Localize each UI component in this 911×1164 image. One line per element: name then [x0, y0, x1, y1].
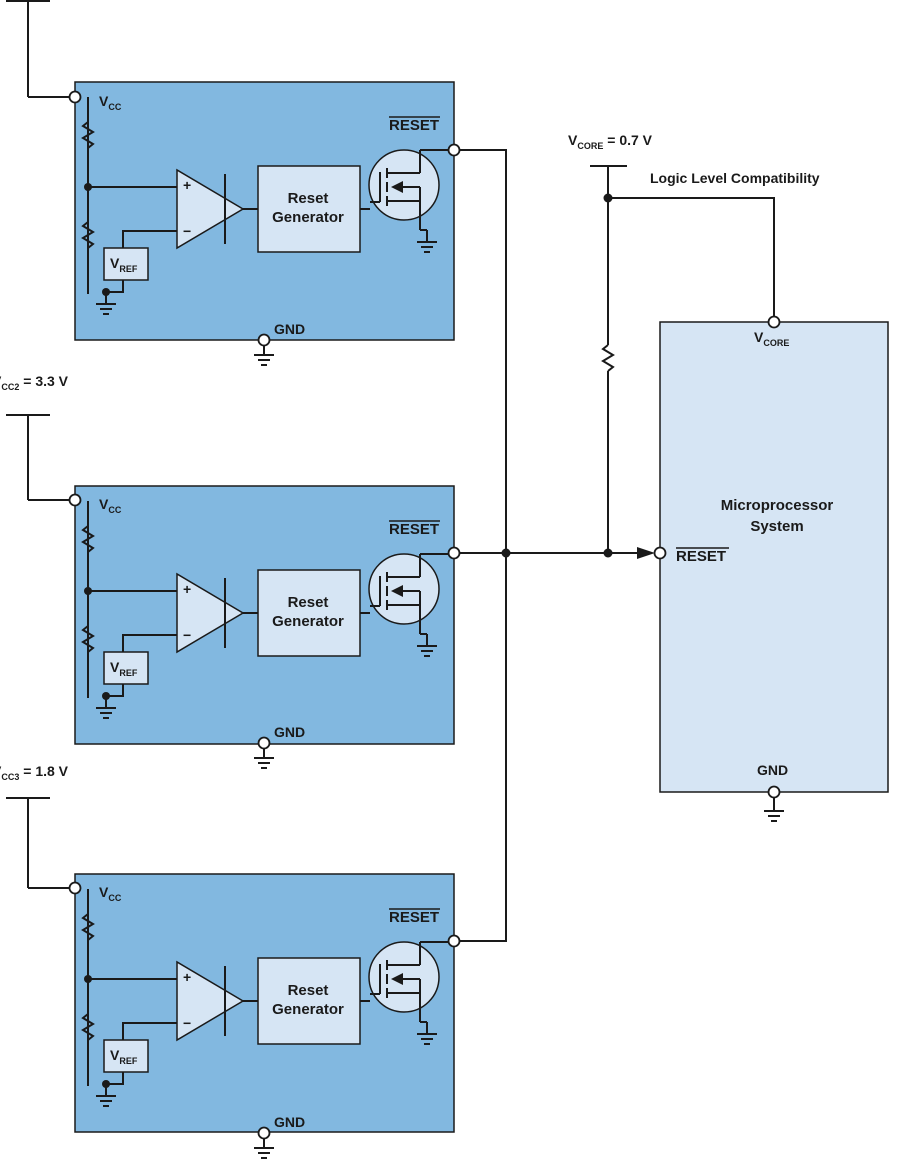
vcc-label: VCC — [99, 93, 122, 112]
mpu-vcore-pin — [767, 315, 781, 329]
gnd-pin — [257, 736, 271, 750]
gnd-pin — [257, 333, 271, 347]
reset-arrow-icon — [637, 547, 655, 559]
supervisor-1: VCC RESET + − Reset Generator VREF GND — [6, 0, 461, 366]
gnd-label: GND — [274, 1114, 305, 1130]
vref-label: VREF — [110, 659, 138, 678]
reset-pin — [447, 934, 461, 948]
reset-label: RESET — [389, 909, 439, 926]
vcc3-supply-label: VCC3 = 1.8 V — [0, 763, 69, 782]
reset-generator-line1: Reset — [288, 190, 329, 207]
mpu-title-line2: System — [750, 518, 803, 535]
vcc2-supply-label: VCC2 = 3.3 V — [0, 373, 69, 392]
reset-generator-line2: Generator — [272, 209, 344, 226]
reset-bus — [459, 149, 655, 942]
reset-generator-line1: Reset — [288, 982, 329, 999]
logic-level-note: Logic Level Compatibility — [650, 170, 820, 186]
gnd-pin — [257, 1126, 271, 1140]
mpu-reset-pin — [653, 546, 667, 560]
mpu-gnd-label: GND — [757, 762, 788, 778]
vcc-pin — [68, 90, 82, 104]
vcore-pullup: VCORE = 0.7 V Logic Level Compatibility — [568, 132, 820, 553]
comp-plus: + — [183, 581, 191, 597]
comp-plus: + — [183, 969, 191, 985]
mpu-title-line1: Microprocessor — [721, 497, 834, 514]
vcc-label: VCC — [99, 884, 122, 903]
supervisor-2: VCC2 = 3.3 V VCC RESET + − Reset Generat… — [0, 373, 461, 769]
vcc-label: VCC — [99, 496, 122, 515]
comp-minus: − — [183, 627, 191, 643]
vcore-supply-label: VCORE = 0.7 V — [568, 132, 653, 151]
reset-label: RESET — [389, 117, 439, 134]
reset-generator-line2: Generator — [272, 613, 344, 630]
comp-minus: − — [183, 1015, 191, 1031]
reset-generator-line2: Generator — [272, 1001, 344, 1018]
pullup-resistor — [601, 344, 615, 372]
reset-generator-line1: Reset — [288, 594, 329, 611]
gnd-label: GND — [274, 321, 305, 337]
mpu-vcore-label: VCORE — [754, 329, 789, 348]
vcc-pin — [68, 493, 82, 507]
microprocessor-system: VCORE Microprocessor System RESET GND — [653, 315, 889, 822]
supervisor-3: VCC3 = 1.8 V VCC RESET + − Reset Generat… — [0, 763, 461, 1159]
gnd-label: GND — [274, 724, 305, 740]
reset-pin — [447, 546, 461, 560]
mpu-gnd-pin — [767, 785, 781, 799]
vref-label: VREF — [110, 1047, 138, 1066]
comp-plus: + — [183, 177, 191, 193]
vref-label: VREF — [110, 255, 138, 274]
mpu-reset-label: RESET — [676, 548, 726, 565]
comp-minus: − — [183, 223, 191, 239]
reset-label: RESET — [389, 521, 439, 538]
reset-pin — [447, 143, 461, 157]
vcc-pin — [68, 881, 82, 895]
